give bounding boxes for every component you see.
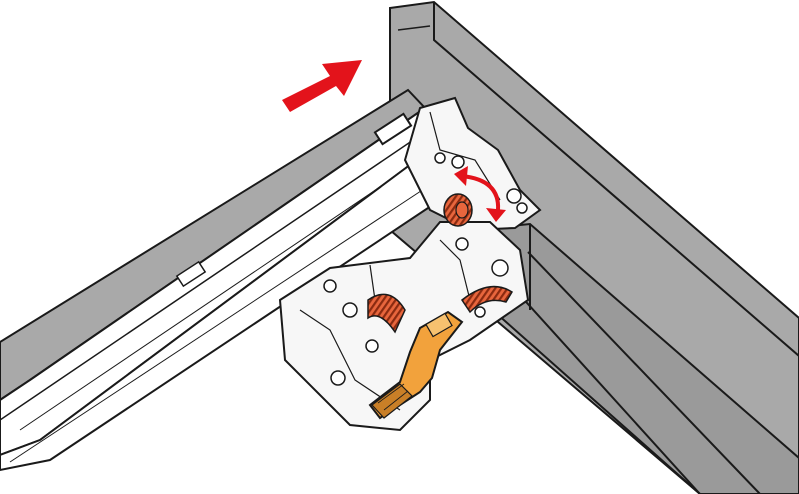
screw-icon bbox=[455, 237, 469, 251]
release-lever bbox=[368, 310, 464, 420]
height-adjust-wheel-right bbox=[460, 285, 514, 314]
push-direction-arrow-icon bbox=[282, 60, 362, 112]
screw-icon bbox=[365, 339, 379, 353]
screw-hole-icon bbox=[516, 202, 528, 214]
depth-adjust-knob bbox=[443, 193, 473, 227]
screw-icon bbox=[474, 306, 486, 318]
front-adjustment-bracket bbox=[278, 221, 530, 432]
upper-mounting-block bbox=[403, 96, 542, 232]
screw-icon bbox=[506, 188, 522, 204]
height-adjust-wheel-left bbox=[367, 293, 406, 334]
screw-icon bbox=[451, 155, 465, 169]
screw-hole-icon bbox=[434, 152, 446, 164]
screw-icon bbox=[323, 279, 337, 293]
screw-hole-icon bbox=[330, 370, 346, 386]
screw-icon bbox=[342, 302, 358, 318]
rotate-adjust-arrow-icon bbox=[454, 166, 506, 222]
drawer-slide-rail bbox=[0, 88, 442, 472]
screw-hole-icon bbox=[491, 259, 509, 277]
